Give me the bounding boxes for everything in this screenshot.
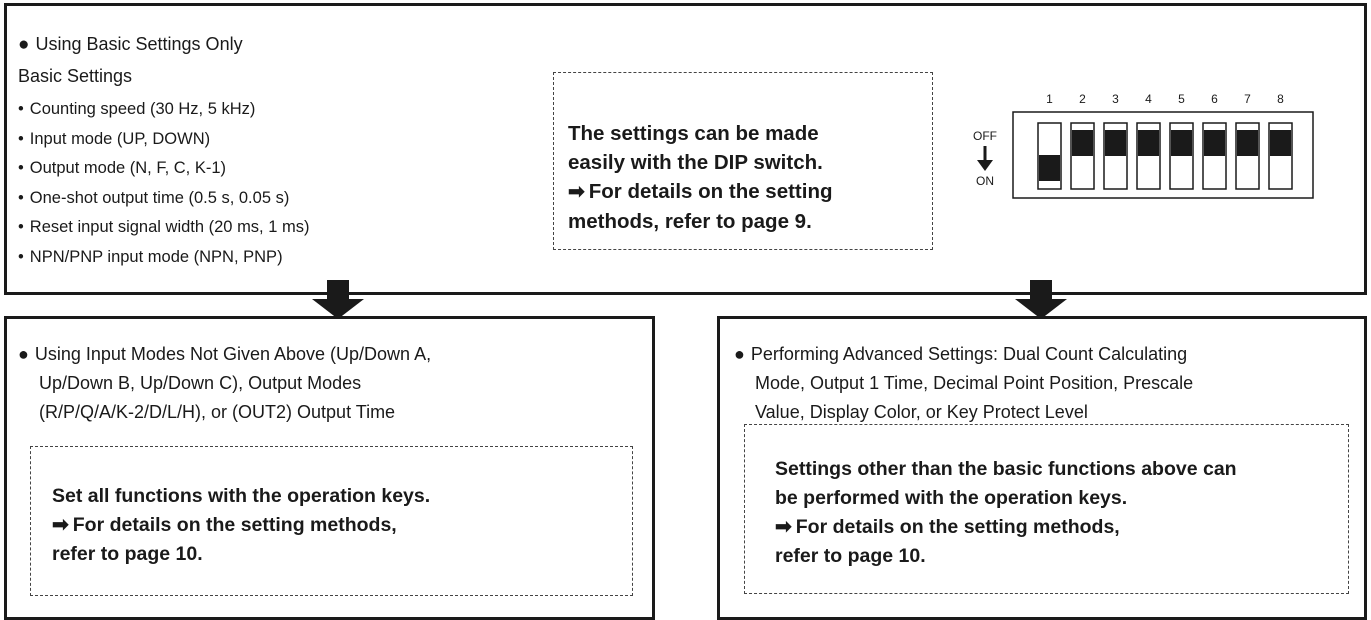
description-line: (R/P/Q/A/K-2/D/L/H), or (OUT2) Output Ti…	[39, 402, 396, 422]
note-line: The settings can be made	[568, 122, 819, 145]
dip-switch-diagram: 1 2 3 4 5 6 7 8 OFF ON	[973, 92, 1314, 199]
switch-number-label: 6	[1211, 92, 1218, 106]
dip-switch-lever	[1270, 130, 1291, 156]
description-line: Mode, Output 1 Time, Decimal Point Posit…	[755, 373, 1194, 393]
switch-number-label: 5	[1178, 92, 1185, 106]
heading-text: Using Basic Settings Only	[35, 34, 243, 54]
dip-switch-lever	[1204, 130, 1225, 156]
right-arrow-icon: ➡	[52, 514, 69, 536]
advanced-settings-note-box	[744, 424, 1349, 594]
dip-switch-lever	[1138, 130, 1159, 156]
basic-settings-subheading: Basic Settings	[18, 66, 133, 86]
switch-number-label: 8	[1277, 92, 1284, 106]
list-item: •NPN/PNP input mode (NPN, PNP)	[18, 247, 283, 266]
right-arrow-icon: ➡	[568, 181, 585, 203]
description-line: ●Performing Advanced Settings: Dual Coun…	[734, 344, 1188, 364]
description-line: Value, Display Color, or Key Protect Lev…	[755, 402, 1088, 422]
right-arrow-icon: ➡	[775, 516, 792, 538]
note-line: ➡For details on the setting	[568, 180, 833, 203]
advanced-settings-description: ●Performing Advanced Settings: Dual Coun…	[734, 340, 1354, 427]
description-line: ●Using Input Modes Not Given Above (Up/D…	[18, 344, 432, 364]
dip-switch-lever	[1237, 130, 1258, 156]
off-label: OFF	[973, 129, 997, 143]
heading-bullet-icon: ●	[18, 344, 29, 364]
note-line: Settings other than the basic functions …	[775, 458, 1237, 480]
dip-switch-lever	[1072, 130, 1093, 156]
note-line: ➡For details on the setting methods,	[52, 514, 397, 536]
operation-keys-note-box	[30, 446, 633, 596]
off-to-on-arrow-icon	[977, 146, 993, 171]
heading-bullet-icon: ●	[18, 34, 30, 55]
operation-keys-note: Set all functions with the operation key…	[52, 482, 430, 569]
list-item: •Output mode (N, F, C, K-1)	[18, 159, 227, 178]
note-line: ➡For details on the setting methods,	[775, 516, 1120, 538]
down-arrow-left-icon	[312, 280, 364, 319]
note-line: refer to page 10.	[775, 545, 926, 567]
dip-switch-body	[1012, 111, 1314, 199]
note-line: be performed with the operation keys.	[775, 487, 1128, 509]
note-line: easily with the DIP switch.	[568, 151, 823, 174]
advanced-settings-panel	[717, 316, 1367, 620]
list-item: •One-shot output time (0.5 s, 0.05 s)	[18, 188, 290, 207]
dip-switch-lever	[1039, 155, 1060, 181]
switch-number-label: 4	[1145, 92, 1152, 106]
description-line: Up/Down B, Up/Down C), Output Modes	[39, 373, 362, 393]
note-line: refer to page 10.	[52, 543, 203, 565]
switch-number-label: 2	[1079, 92, 1086, 106]
list-item: •Input mode (UP, DOWN)	[18, 129, 211, 148]
note-line: methods, refer to page 9.	[568, 210, 812, 233]
heading-bullet-icon: ●	[734, 344, 745, 364]
dip-switch-lever	[1171, 130, 1192, 156]
switch-number-label: 7	[1244, 92, 1251, 106]
advanced-settings-note: Settings other than the basic functions …	[775, 455, 1237, 571]
operation-keys-description: ●Using Input Modes Not Given Above (Up/D…	[18, 340, 638, 427]
dip-switch-lever	[1105, 130, 1126, 156]
list-item: •Reset input signal width (20 ms, 1 ms)	[18, 218, 310, 237]
switch-number-label: 1	[1046, 92, 1053, 106]
note-line: Set all functions with the operation key…	[52, 485, 431, 507]
dip-switch-note: The settings can be made easily with the…	[568, 119, 833, 236]
basic-settings-heading: ●Using Basic Settings Only	[18, 30, 243, 59]
basic-settings-list: •Counting speed (30 Hz, 5 kHz) •Input mo…	[18, 95, 309, 273]
dip-switch-note-box	[553, 72, 933, 250]
down-arrow-right-icon	[1015, 280, 1067, 319]
list-item: •Counting speed (30 Hz, 5 kHz)	[18, 100, 256, 118]
switch-number-label: 3	[1112, 92, 1119, 106]
on-label: ON	[976, 174, 994, 188]
